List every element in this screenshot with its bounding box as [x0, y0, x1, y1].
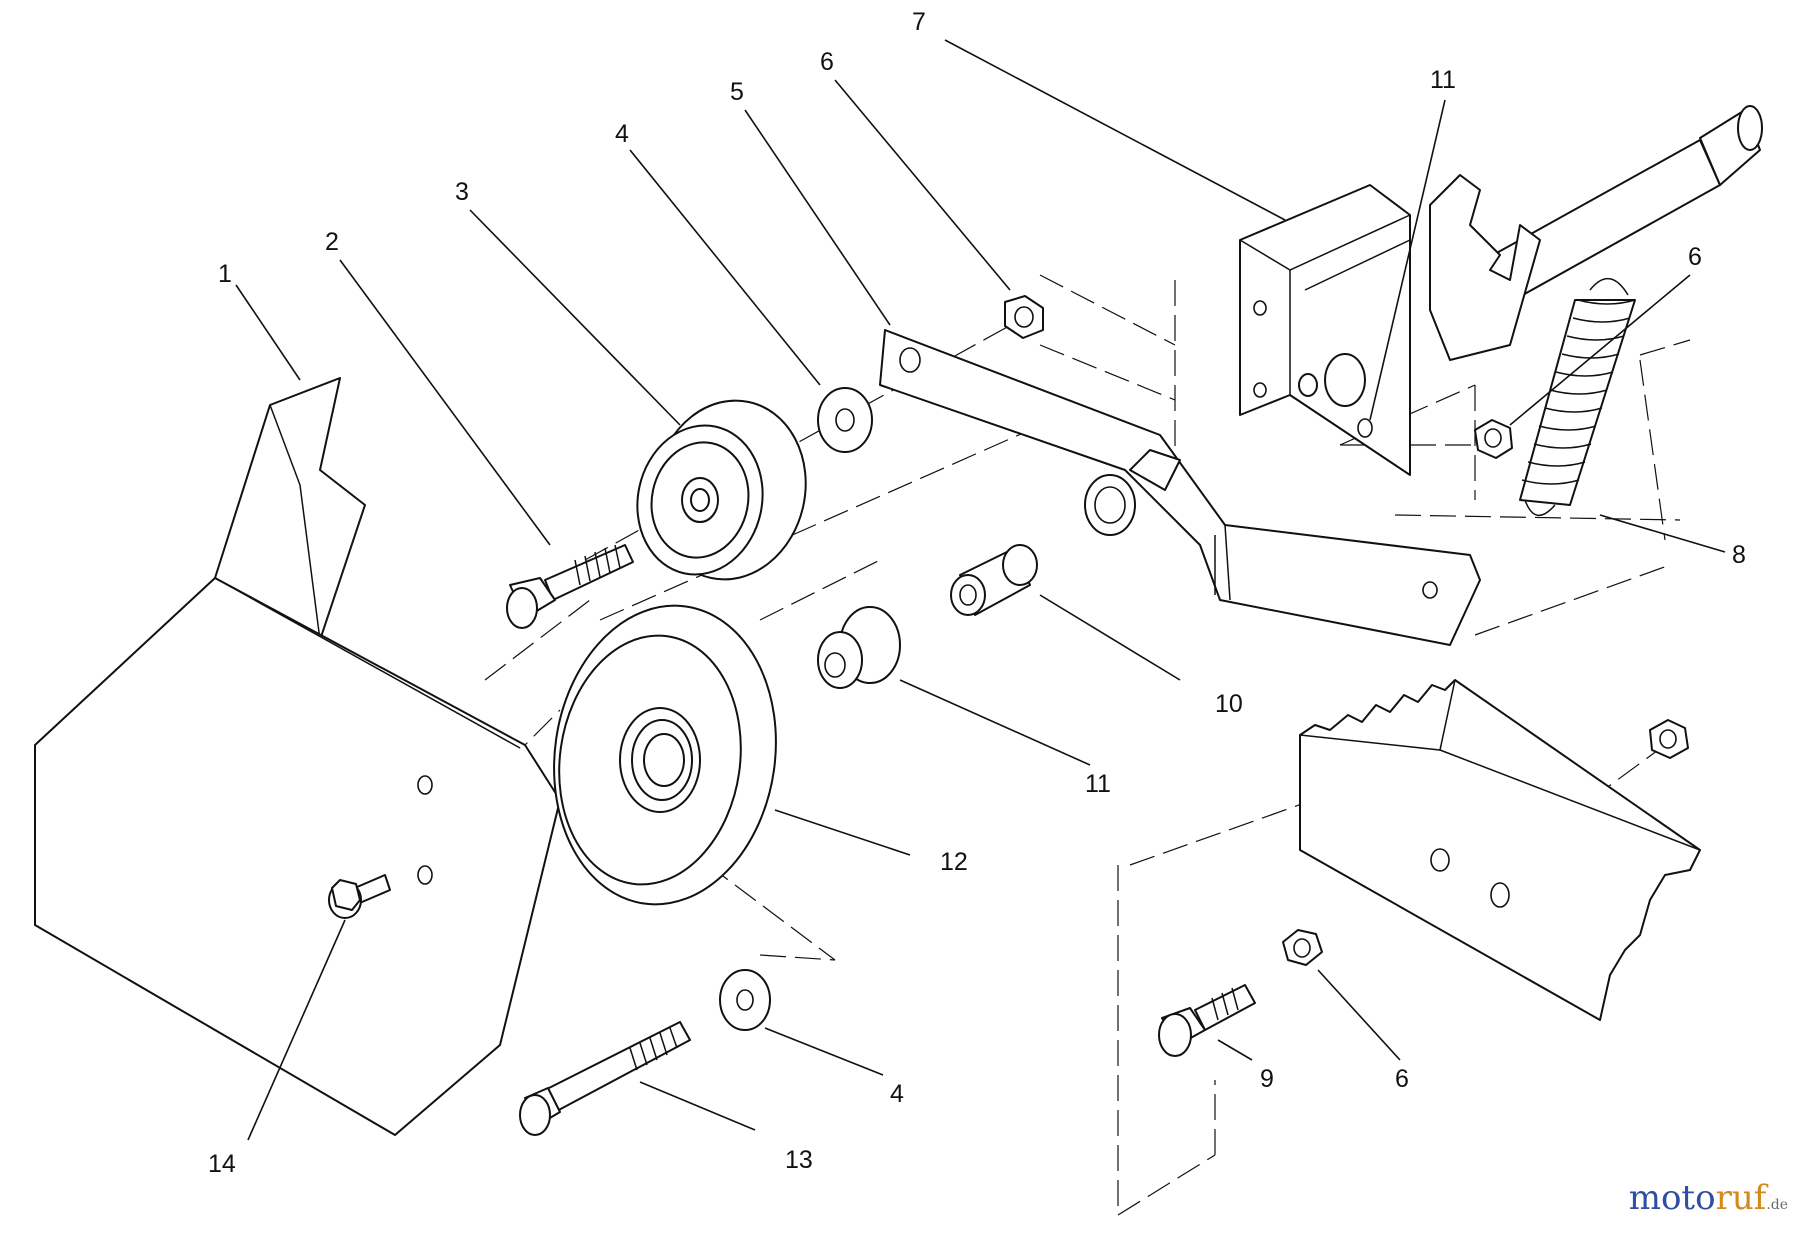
bolt-13: [519, 1021, 691, 1136]
callout-10: 10: [1215, 690, 1243, 718]
callout-9: 9: [1260, 1065, 1274, 1093]
callout-11a: 11: [1430, 66, 1456, 94]
nut-6-upper: [1004, 295, 1044, 339]
callout-4b: 4: [890, 1080, 904, 1108]
callout-14: 14: [208, 1150, 236, 1178]
logo-part-ruf: ruf: [1715, 1178, 1767, 1218]
screw-14: [328, 874, 391, 919]
leader-lines: [235, 39, 1726, 1141]
bolt-9: [1158, 984, 1256, 1057]
callout-4a: 4: [615, 120, 629, 148]
callout-6a: 6: [820, 48, 834, 76]
callout-5: 5: [730, 78, 744, 106]
logo-part-de: .de: [1766, 1197, 1788, 1213]
bushing-11: [817, 606, 901, 689]
upper-pulley: [636, 399, 807, 581]
callout-6b: 6: [1688, 243, 1702, 271]
belt-guard: [34, 377, 561, 1136]
callout-2: 2: [325, 228, 339, 256]
spring: [1519, 278, 1636, 516]
logo-part-moto: moto: [1628, 1178, 1716, 1218]
callout-11b: 11: [1085, 770, 1111, 798]
callout-7: 7: [912, 8, 926, 36]
callout-6c: 6: [1395, 1065, 1409, 1093]
washer-4-lower: [719, 969, 771, 1031]
callout-12: 12: [940, 848, 968, 876]
washer-4-upper: [817, 387, 873, 453]
frame-piece: [1299, 679, 1701, 1021]
callout-numbers: 1 2 3 4 5 6 7 11 6 8 10 11 12 4 13 14 9 …: [208, 8, 1746, 1178]
callout-13: 13: [785, 1146, 813, 1174]
nut-6-lower: [1282, 929, 1323, 966]
large-pulley: [553, 604, 777, 906]
callout-8: 8: [1732, 541, 1746, 569]
idler-arm: [879, 329, 1481, 646]
site-logo: motoruf.de: [1629, 1178, 1788, 1218]
callout-3: 3: [455, 178, 469, 206]
bracket: [1239, 184, 1411, 476]
spacer: [950, 544, 1038, 616]
bolt-2: [506, 544, 634, 629]
shaft: [1429, 105, 1763, 361]
callout-1: 1: [218, 260, 232, 288]
nut-frame: [1649, 719, 1689, 759]
nut-6-right: [1474, 419, 1513, 459]
